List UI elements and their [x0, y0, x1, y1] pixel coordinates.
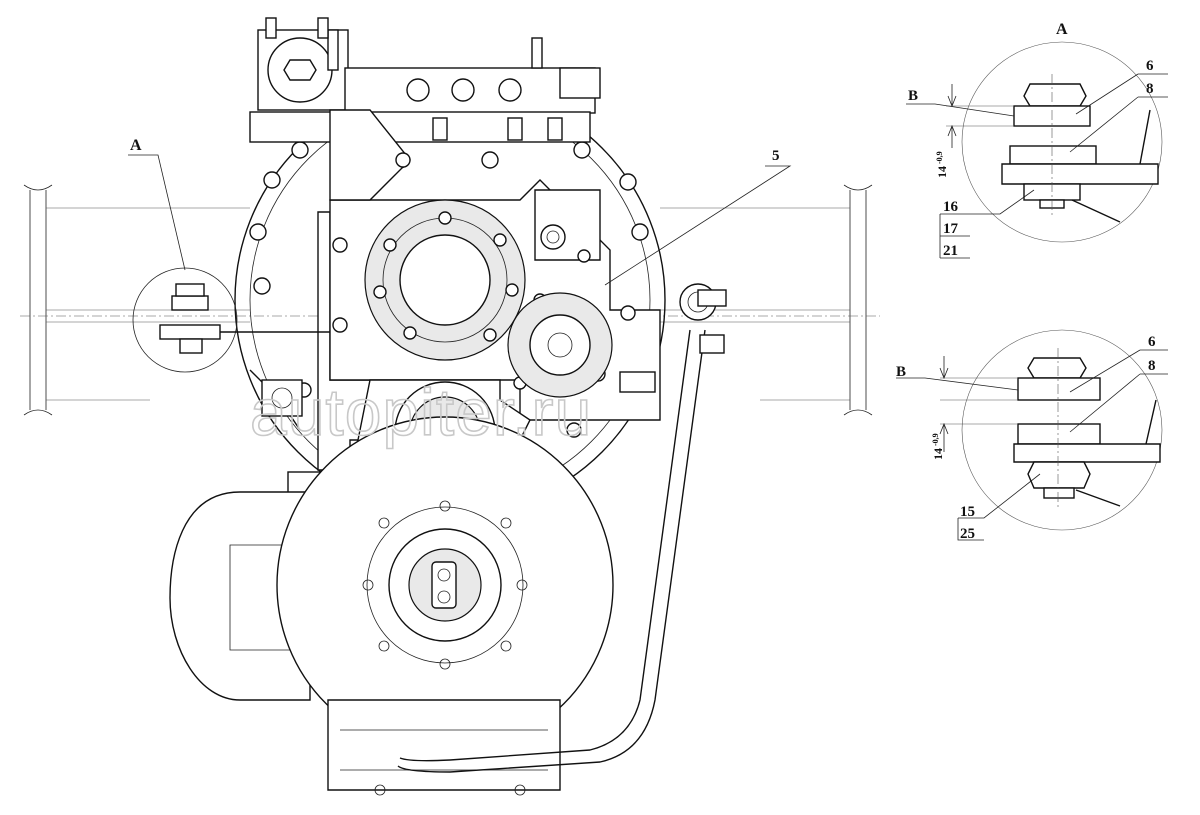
watermark-text: autopiter.ru — [250, 375, 592, 449]
control-valve-block — [249, 17, 601, 201]
svg-text:14-0,9: 14 -0,9 — [935, 151, 949, 178]
frame-rails — [20, 184, 880, 416]
detail-b-part-label: 15 — [960, 504, 975, 520]
detail-a-section-label: B — [908, 88, 918, 104]
detail-b-part-label: 8 — [1148, 358, 1156, 374]
detail-b-part-label: 6 — [1148, 334, 1156, 350]
callout-a-main: A — [128, 137, 186, 271]
detail-a-part-label: 6 — [1146, 58, 1154, 74]
detail-b-view: B 14 -0,9 6 8 15 25 — [896, 329, 1168, 542]
callout-part-5: 5 — [604, 148, 792, 286]
detail-a-tolerance: -0,9 — [935, 151, 944, 164]
flange-bolts-upper — [373, 211, 519, 342]
svg-text:14-0,9: 14 -0,9 — [931, 433, 945, 460]
detail-a-part-label: 8 — [1146, 81, 1154, 97]
callout-a-label: A — [130, 137, 142, 154]
detail-a-view: A B 14 -0,9 6 8 16 17 21 — [906, 21, 1168, 259]
detail-a-title: A — [1056, 21, 1068, 38]
detail-a-part-label: 16 — [943, 199, 959, 215]
detail-a-dimension: 14 — [935, 166, 949, 178]
detail-a-part-label: 17 — [943, 221, 959, 237]
left-mount-bracket — [132, 267, 330, 431]
detail-b-tolerance: -0,9 — [931, 433, 940, 446]
main-assembly-view — [20, 17, 880, 796]
detail-b-dimension: 14 — [931, 448, 945, 460]
detail-b-part-label: 25 — [960, 526, 975, 542]
detail-a-part-label: 21 — [943, 243, 958, 259]
lower-disc — [169, 416, 614, 754]
callout-part-5-label: 5 — [772, 148, 780, 164]
detail-b-section-label: B — [896, 364, 906, 380]
